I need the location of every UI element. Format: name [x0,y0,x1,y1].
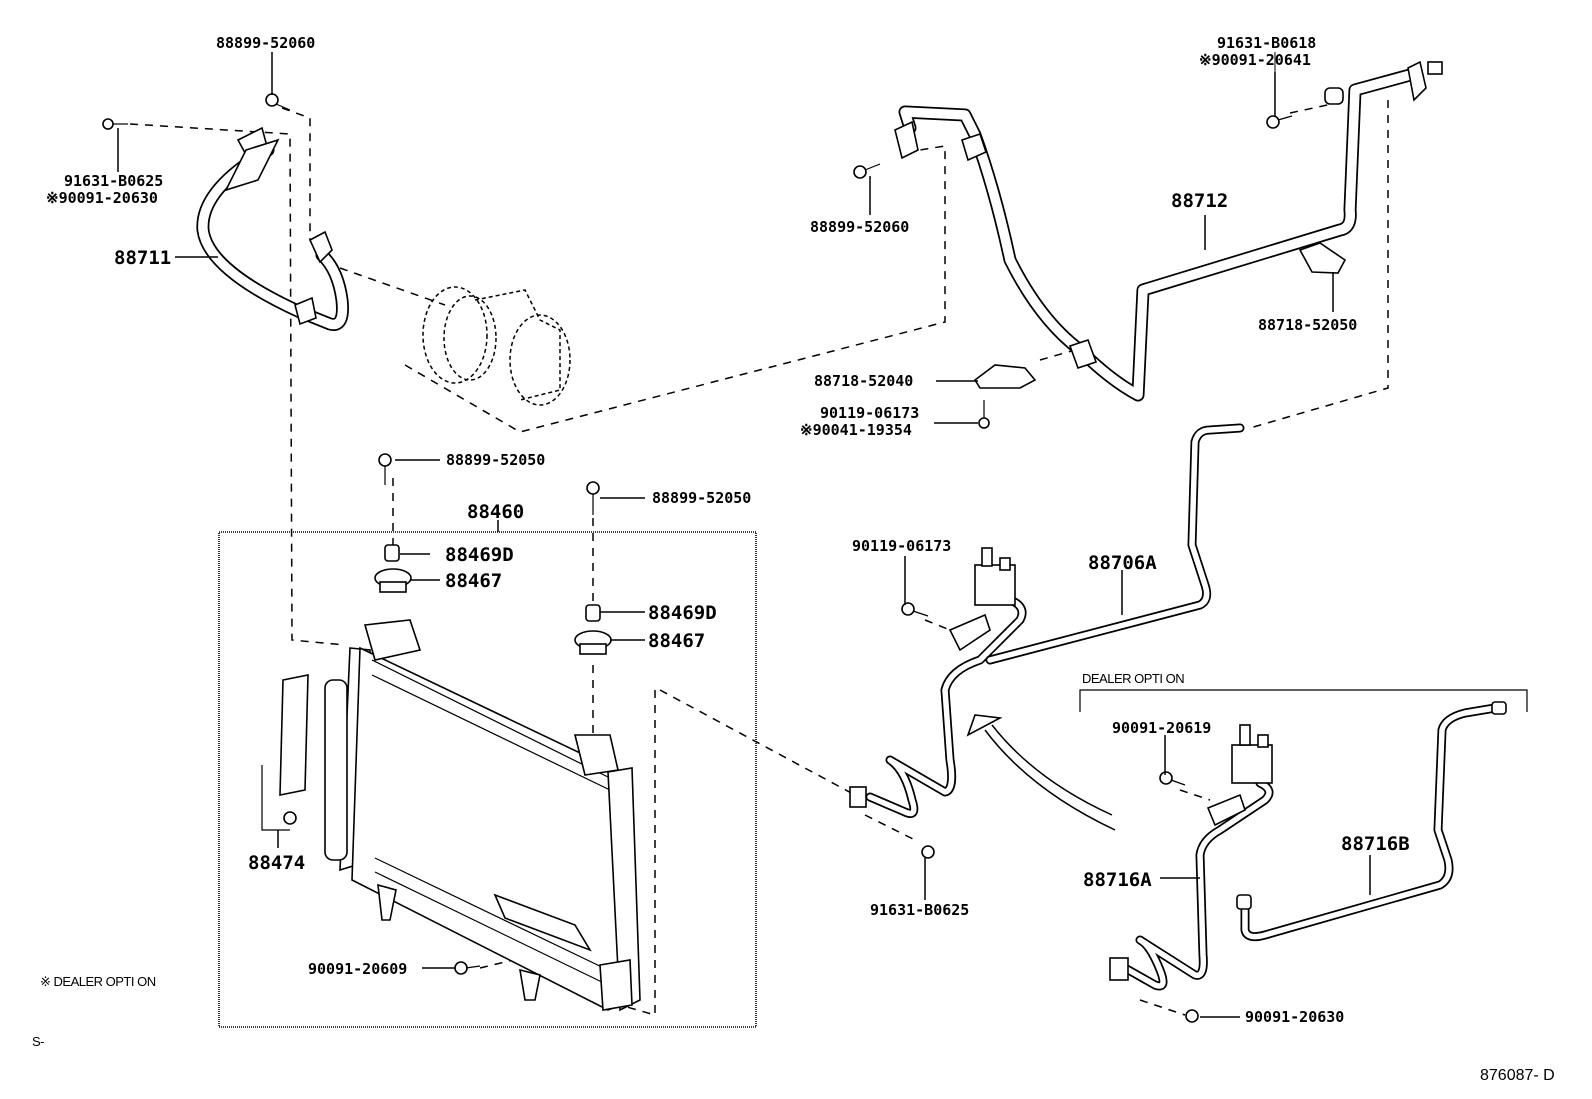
callout-91631-B0618: 91631-B0618 [1217,34,1316,52]
callout-88460: 88460 [467,501,524,523]
callout-88718-52040: 88718-52040 [814,372,913,390]
leader-lines [117,52,1371,1018]
direction-arrow [966,714,1116,831]
clamp-88718-52050-shape [1298,242,1347,274]
footer-notes: ※ DEALER OPTI ON S- 876087- D [32,974,1555,1084]
callout-90041-19354: ※90041-19354 [800,421,912,439]
tube-88716B[interactable] [1236,701,1507,942]
bolt-shapes [102,93,1293,1023]
callout-91631-B0625-left: 91631-B0625 [64,172,163,190]
callout-90091-20609: 90091-20609 [308,960,407,978]
dealer-option-bracket [1079,689,1528,712]
callout-90091-20619: 90091-20619 [1112,719,1211,737]
condenser-88460-box [218,531,757,1028]
callout-88712: 88712 [1171,190,1228,212]
callout-90119-06173-mid: 90119-06173 [852,537,951,555]
corner-mark: S- [32,1034,44,1049]
callout-88899-52050-a: 88899-52050 [446,451,545,469]
mount-shapes [374,544,612,655]
hose-88711[interactable] [196,126,349,331]
alignment-lines [129,97,1389,1016]
tube-88706A[interactable] [849,423,1245,818]
callout-88469D-a: 88469D [445,544,514,566]
callout-88718-52050: 88718-52050 [1258,316,1357,334]
callout-88711: 88711 [114,247,171,269]
callout-88899-52060-right: 88899-52060 [810,218,909,236]
callout-91631-B0625-bottom: 91631-B0625 [870,901,969,919]
clamp-88718-52040-shape [973,364,1037,389]
dealer-option-legend: ※ DEALER OPTI ON [40,974,156,989]
diagram-reference-code: 876087- D [1480,1067,1555,1084]
callout-90091-20641: ※90091-20641 [1199,51,1311,69]
callout-88899-52060-left: 88899-52060 [216,34,315,52]
callout-88716A: 88716A [1083,869,1152,891]
bracket-88474-shape [261,674,309,831]
callout-88469D-b: 88469D [648,602,717,624]
callout-90119-06173-top: 90119-06173 [820,404,919,422]
callout-90091-20630-left: ※90091-20630 [46,189,158,207]
hose-88712[interactable] [894,60,1443,402]
callout-88706A: 88706A [1088,552,1157,574]
callout-90091-20630-bottom: 90091-20630 [1245,1008,1344,1026]
callout-88467-a: 88467 [445,570,502,592]
callout-labels: 88899-52060 91631-B0625 ※90091-20630 887… [46,34,1410,1026]
callout-88467-b: 88467 [648,630,705,652]
compressor-phantom [422,286,571,406]
condenser-88460[interactable] [324,619,641,1012]
callout-88899-52050-b: 88899-52050 [652,489,751,507]
tube-88716A[interactable] [1109,724,1274,991]
dealer-option-label: DEALER OPTI ON [1082,671,1184,686]
callout-88474: 88474 [248,852,305,874]
callout-88716B: 88716B [1341,833,1410,855]
